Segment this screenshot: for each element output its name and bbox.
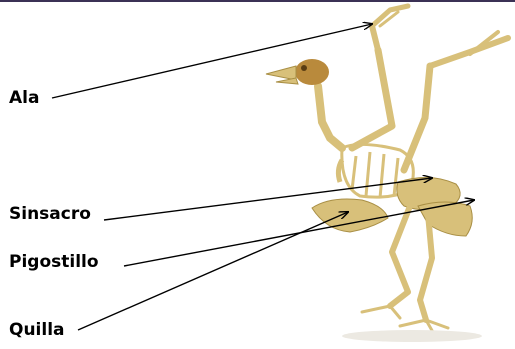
label-pigostillo: Pigostillo bbox=[9, 252, 99, 272]
label-ala: Ala bbox=[9, 88, 39, 108]
label-sinsacro: Sinsacro bbox=[9, 204, 91, 224]
leader-quilla bbox=[78, 212, 348, 330]
leader-ala bbox=[52, 24, 372, 98]
leader-sinsacro bbox=[104, 178, 432, 220]
label-quilla: Quilla bbox=[9, 320, 65, 340]
